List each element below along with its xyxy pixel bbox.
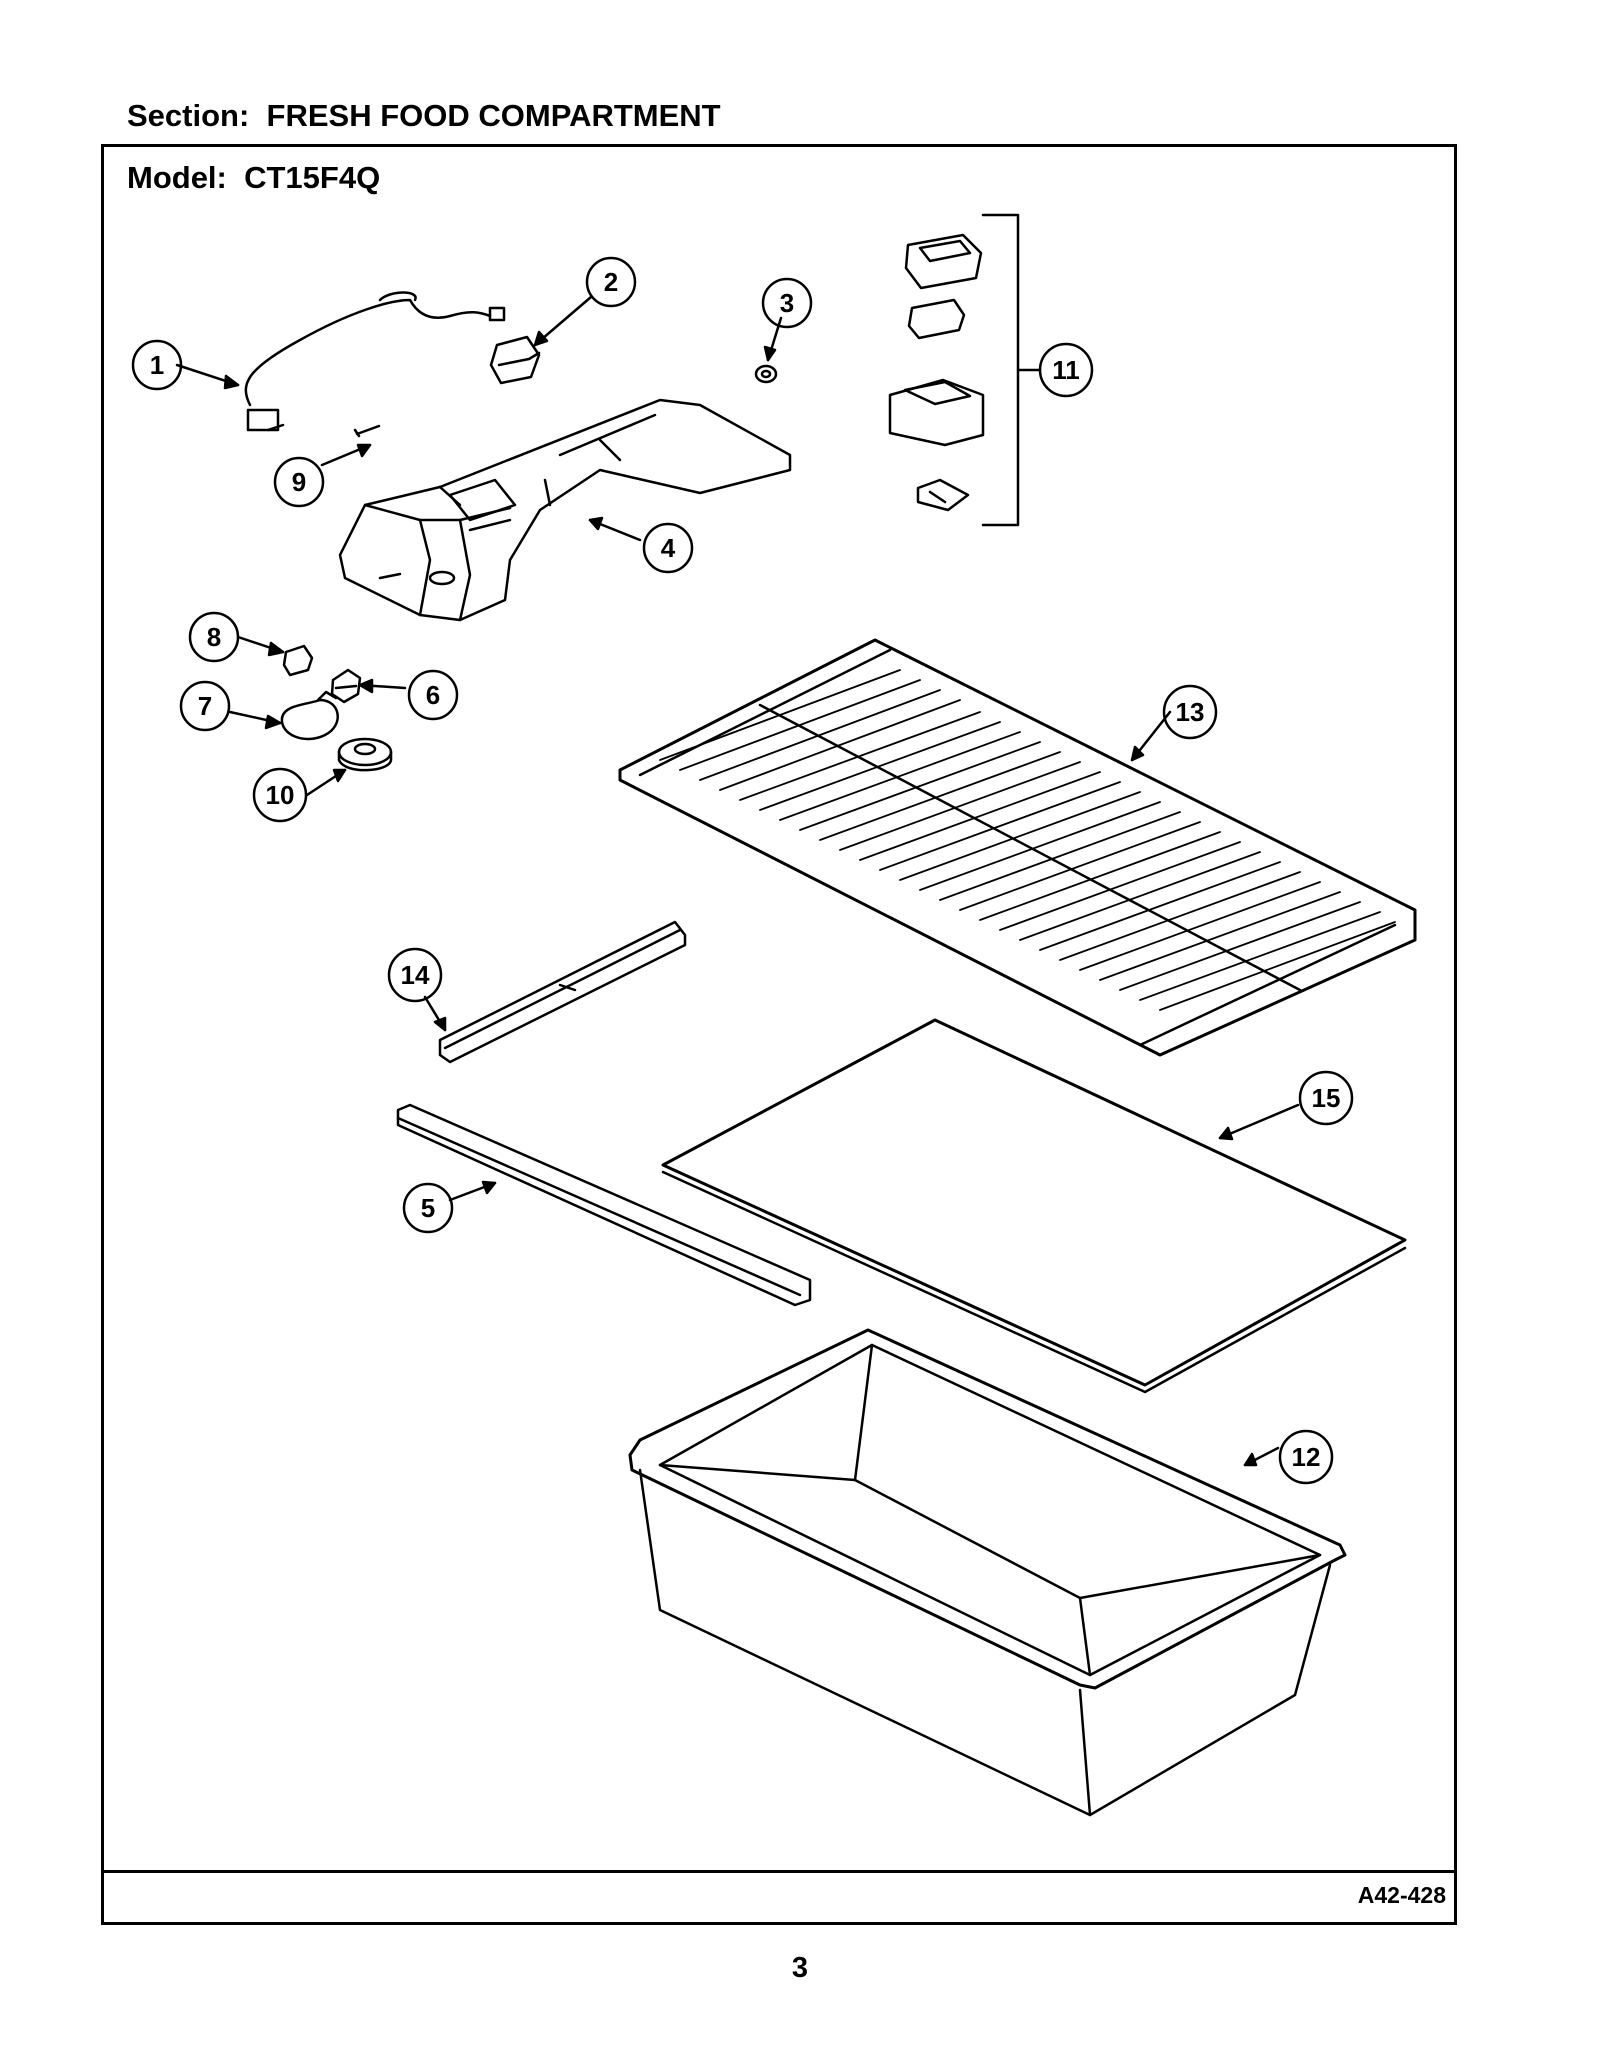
callout-label-1: 1 <box>150 350 164 380</box>
callout-label-11: 11 <box>1052 355 1080 385</box>
part-control <box>489 335 541 385</box>
footer-divider <box>101 1870 1457 1873</box>
callouts: 1 2 3 4 5 6 7 8 9 10 11 12 13 14 15 <box>131 256 1354 1485</box>
model-value: CT15F4Q <box>244 160 381 195</box>
callout-label-10: 10 <box>266 780 295 810</box>
callout-label-5: 5 <box>421 1193 435 1223</box>
callout-13: 13 <box>1162 684 1218 740</box>
part-crisper-pan <box>628 1328 1347 1817</box>
part-bulb <box>280 690 339 741</box>
callout-1: 1 <box>131 339 183 391</box>
callout-11: 11 <box>1038 342 1094 398</box>
drawing-code: A42-428 <box>1357 1882 1446 1908</box>
section-value: FRESH FOOD COMPARTMENT <box>266 98 721 133</box>
callout-5: 5 <box>402 1182 454 1234</box>
callout-label-14: 14 <box>401 960 430 990</box>
part-nut <box>754 364 778 384</box>
page-number: 3 <box>791 1952 809 1984</box>
part-light-shield <box>337 737 393 772</box>
model-label: Model: <box>127 160 227 195</box>
callout-label-13: 13 <box>1176 697 1205 727</box>
model-title: Model: CT15F4Q <box>127 160 380 196</box>
part-wire-harness <box>244 291 506 432</box>
callout-2: 2 <box>585 256 637 308</box>
callout-15: 15 <box>1298 1070 1354 1126</box>
callout-6: 6 <box>407 669 459 721</box>
part-bulb-socket <box>330 668 362 704</box>
part-housing <box>338 398 792 622</box>
callout-label-3: 3 <box>780 288 794 318</box>
part-wire-shelf <box>618 638 1417 1057</box>
callout-4: 4 <box>642 522 694 574</box>
callout-label-12: 12 <box>1292 1442 1321 1472</box>
part-pin <box>353 424 381 438</box>
callout-9: 9 <box>273 456 325 508</box>
part-shelf-trim <box>438 920 687 1064</box>
part-group-11 <box>888 213 1042 527</box>
part-socket <box>282 644 314 677</box>
callout-label-8: 8 <box>207 622 221 652</box>
callout-label-15: 15 <box>1312 1083 1341 1113</box>
callout-label-6: 6 <box>426 680 440 710</box>
callout-12: 12 <box>1278 1429 1334 1485</box>
leader-lines <box>175 295 1300 1467</box>
callout-label-7: 7 <box>198 691 212 721</box>
callout-14: 14 <box>387 947 443 1003</box>
part-channel <box>396 1103 812 1307</box>
callout-label-4: 4 <box>661 533 676 563</box>
callout-3: 3 <box>761 277 813 329</box>
diagram-frame <box>101 144 1457 1925</box>
callout-7: 7 <box>179 680 231 732</box>
section-label: Section: <box>127 98 250 133</box>
part-glass-shelf <box>661 1018 1407 1394</box>
section-title: Section: FRESH FOOD COMPARTMENT <box>127 98 721 134</box>
callout-label-9: 9 <box>292 467 306 497</box>
callout-label-2: 2 <box>604 267 618 297</box>
callout-10: 10 <box>252 767 308 823</box>
callout-8: 8 <box>188 611 240 663</box>
